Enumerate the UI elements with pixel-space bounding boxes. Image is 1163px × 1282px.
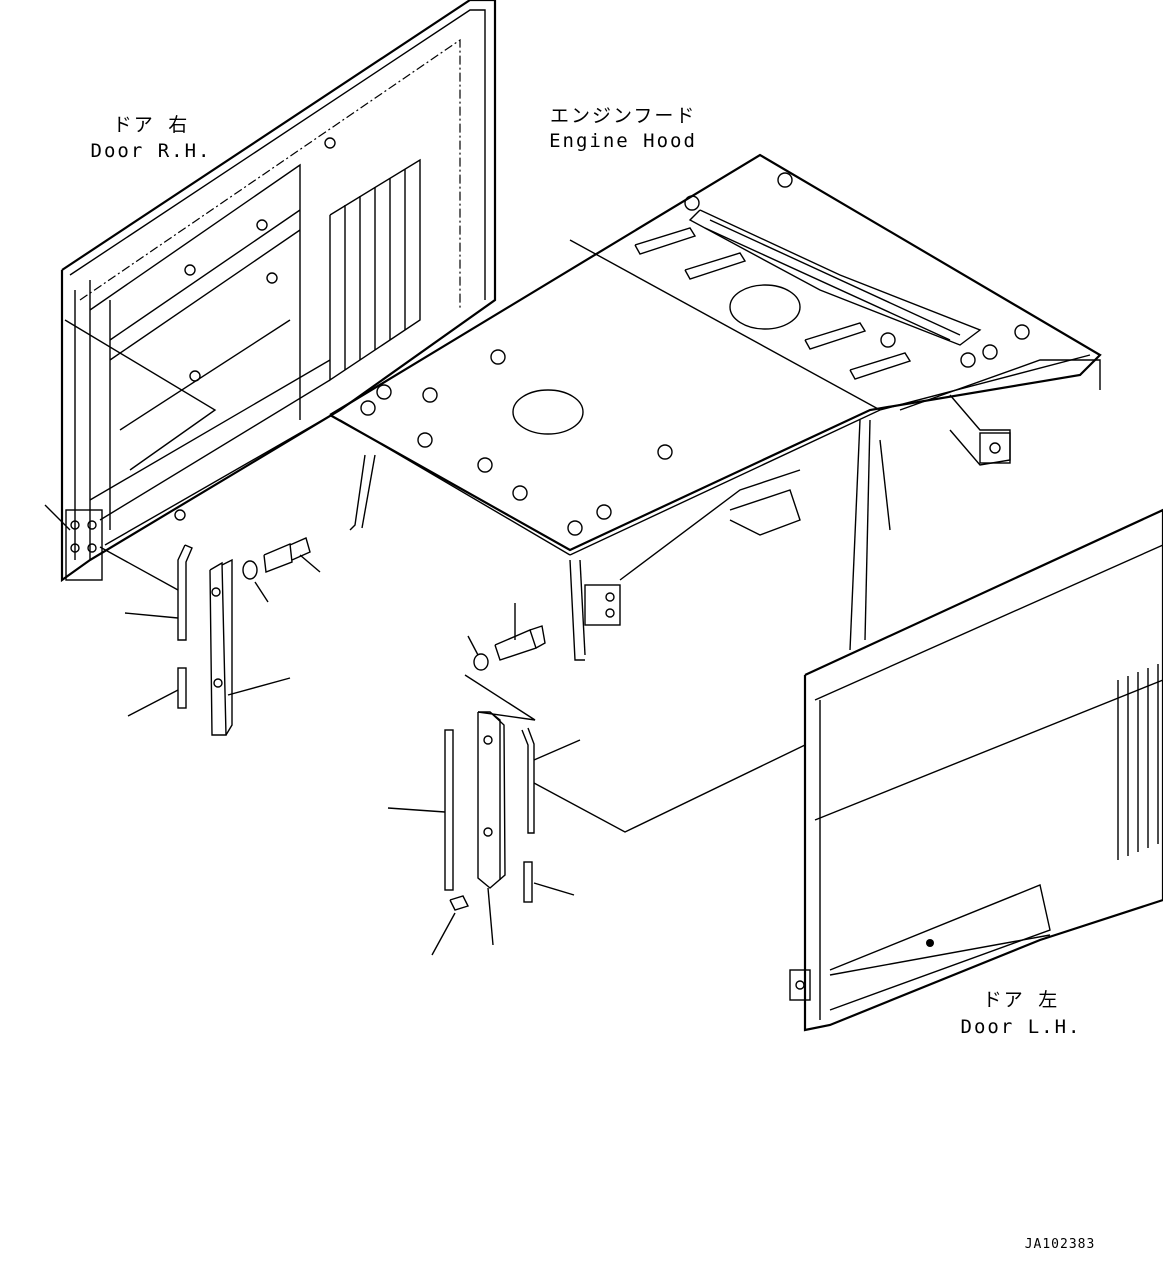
door-rh-assembly [60, 0, 497, 583]
door-lh-label-en: Door L.H. [960, 1016, 1082, 1038]
door-rh-label-jp: ドア 右 [112, 114, 190, 136]
door-rh-grille [329, 158, 421, 382]
engine-hood-vents [634, 209, 982, 380]
door-lh-grille [1117, 664, 1159, 860]
engine-hood-label-jp: エンジンフード [550, 105, 697, 127]
door-lh-label-jp: ドア 左 [982, 989, 1060, 1011]
hardware-group-left [44, 319, 321, 736]
engine-hood-label-en: Engine Hood [549, 130, 697, 152]
door-rh-label-en: Door R.H. [90, 140, 212, 162]
door-lh-assembly [789, 508, 1163, 1032]
hardware-group-centre [387, 603, 806, 956]
drawing-code: JA102383 [1024, 1237, 1096, 1252]
engine-hood-assembly [329, 153, 1102, 661]
